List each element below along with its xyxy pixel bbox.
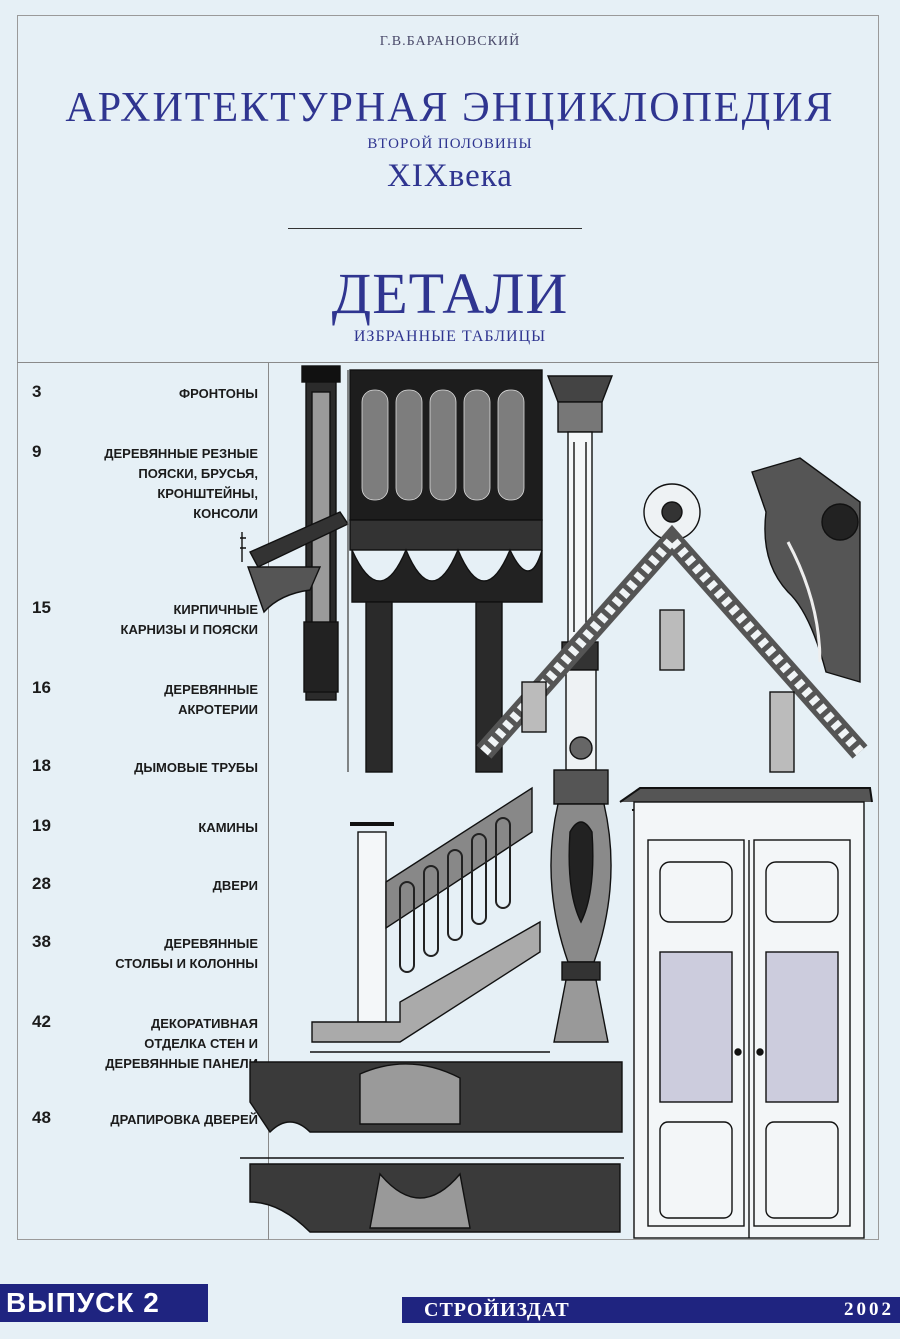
toc-page-number: 42	[32, 1012, 51, 1031]
gable-ornament-drawing	[476, 483, 868, 773]
publication-year: 2002	[844, 1299, 894, 1320]
toc-title: ДЫМОВЫЕ ТРУБЫ	[134, 760, 258, 775]
section-title: ДЕТАЛИ	[331, 261, 569, 326]
title-main: АРХИТЕКТУРНАЯ ЭНЦИКЛОПЕДИЯ	[65, 85, 835, 131]
toc-title: ФРОНТОНЫ	[179, 386, 258, 401]
toc-page-number: 15	[32, 598, 51, 617]
header-divider	[17, 362, 879, 363]
title-sub: ВТОРОЙ ПОЛОВИНЫ	[367, 136, 533, 152]
toc-title: КИРПИЧНЫЕ КАРНИЗЫ И ПОЯСКИ	[120, 602, 258, 637]
double-door-drawing	[619, 787, 873, 1239]
author-name: Г.В.БАРАНОВСКИЙ	[379, 34, 521, 49]
toc-page-number: 28	[32, 874, 51, 893]
toc-title: ДЕРЕВЯННЫЕ СТОЛБЫ И КОЛОННЫ	[115, 936, 258, 971]
toc-title: ДЕКОРАТИВНАЯ ОТДЕЛКА СТЕН И ДЕРЕВЯННЫЕ П…	[105, 1016, 258, 1071]
architectural-details-illustration	[240, 365, 873, 1239]
toc-page-number: 18	[32, 756, 51, 775]
toc-page-number: 9	[32, 442, 42, 461]
toc-title: ДВЕРИ	[212, 878, 258, 893]
toc-title: ДРАПИРОВКА ДВЕРЕЙ	[110, 1112, 258, 1127]
cornice-panel-drawing	[240, 1061, 624, 1233]
toc-page-number: 16	[32, 678, 51, 697]
title-divider	[288, 228, 582, 229]
toc-page-number: 48	[32, 1108, 51, 1127]
toc-page-number: 19	[32, 816, 51, 835]
toc-title: ДЕРЕВЯННЫЕ АКРОТЕРИИ	[164, 682, 258, 717]
publisher-band: СТРОЙИЗДАТ 2002	[402, 1297, 900, 1323]
toc-title: ДЕРЕВЯННЫЕ РЕЗНЫЕ ПОЯСКИ, БРУСЬЯ, КРОНШТ…	[104, 446, 258, 521]
console-bracket-drawing	[751, 457, 861, 683]
wooden-frieze-drawing	[347, 369, 543, 773]
title-century: XIXвека	[387, 158, 513, 194]
toc-page-number: 3	[32, 382, 42, 401]
contents-divider	[268, 362, 269, 1240]
toc-page-number: 38	[32, 932, 51, 951]
publisher-name: СТРОЙИЗДАТ	[424, 1299, 570, 1321]
issue-number-label: ВЫПУСК 2	[0, 1284, 208, 1322]
carved-bracket-post-drawing	[240, 365, 350, 701]
table-of-contents: 3 ФРОНТОНЫ 9 ДЕРЕВЯННЫЕ РЕЗНЫЕ ПОЯСКИ, Б…	[20, 362, 268, 1242]
staircase-railing-drawing	[310, 786, 550, 1053]
section-subtitle: ИЗБРАННЫЕ ТАБЛИЦЫ	[353, 328, 547, 345]
toc-title: КАМИНЫ	[198, 820, 258, 835]
cover-frame	[17, 15, 879, 1240]
turned-column-drawing	[546, 375, 614, 1043]
